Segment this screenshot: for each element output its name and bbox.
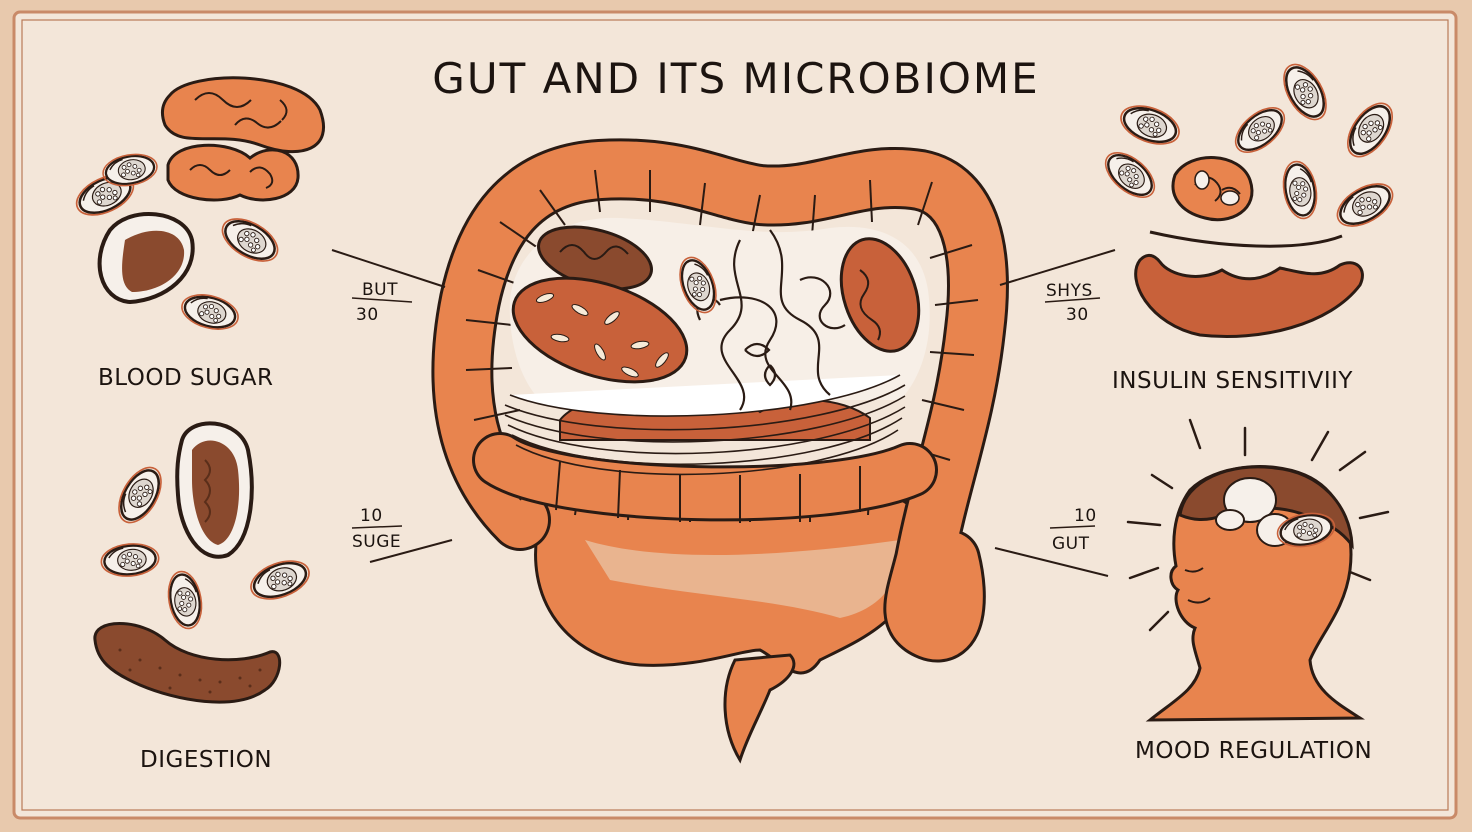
label-digestion: DIGESTION	[140, 747, 273, 773]
inner-organ	[839, 237, 921, 353]
inner-organ	[511, 276, 689, 384]
pointer-line	[999, 249, 1116, 286]
note-blood-sugar-top: BUT	[362, 280, 398, 300]
pointer-line	[369, 539, 453, 563]
note-digestion-bottom: SUGE	[352, 532, 402, 552]
note-mood-top: 10	[1074, 506, 1097, 526]
note-mood-bottom: GUT	[1052, 534, 1090, 554]
label-insulin-sensitivity: INSULIN SENSITIVIIY	[1112, 368, 1353, 394]
pointer-line	[994, 547, 1109, 577]
note-blood-sugar-bottom: 30	[356, 305, 379, 325]
pointer-line	[331, 249, 446, 288]
note-insulin-bottom: 30	[1066, 305, 1089, 325]
note-digestion-top: 10	[360, 506, 383, 526]
note-insulin-top: SHYS	[1046, 281, 1093, 301]
label-mood-regulation: MOOD REGULATION	[1135, 738, 1373, 764]
organ-icon	[1171, 156, 1254, 222]
liver-icon	[1134, 253, 1364, 339]
label-blood-sugar: BLOOD SUGAR	[98, 365, 274, 391]
rectum-tail	[723, 653, 796, 764]
diagram-title: GUT AND ITS MICROBIOME	[432, 54, 1040, 103]
intestine-icon	[93, 622, 282, 704]
organ-icon	[166, 143, 300, 202]
